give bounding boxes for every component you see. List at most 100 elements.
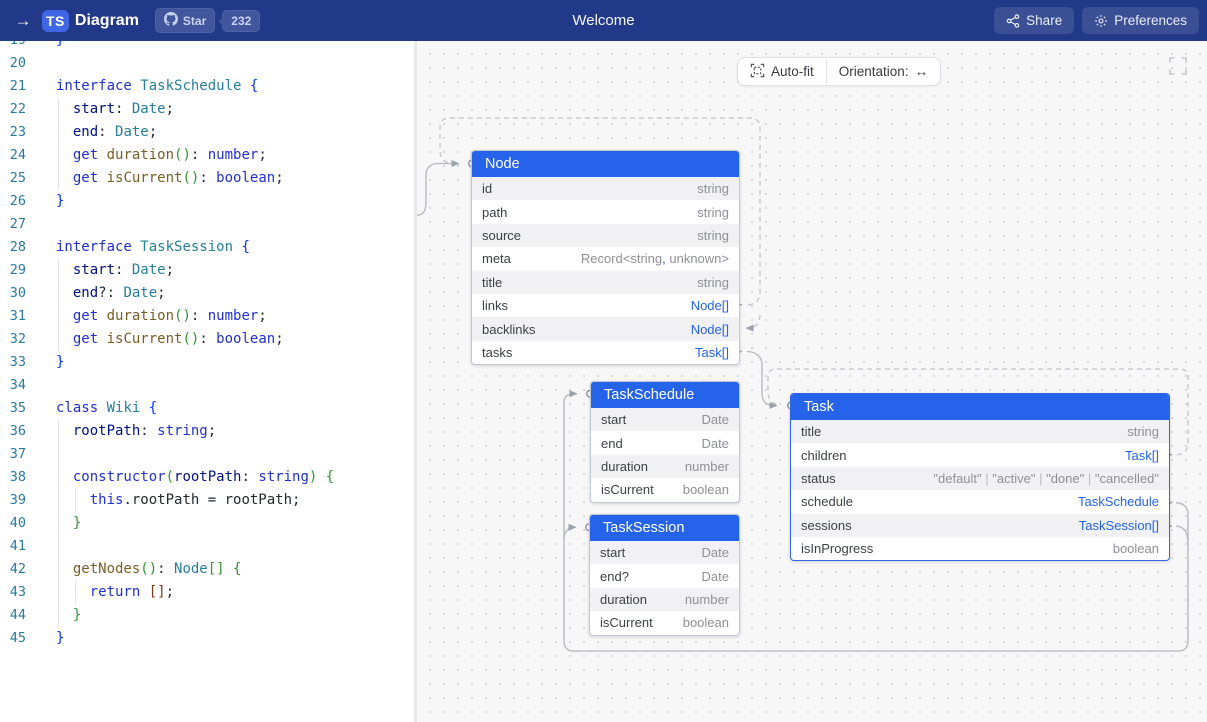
code-line[interactable]: 31 get duration(): number; — [0, 305, 414, 328]
entity-row-isInProgress[interactable]: isInProgressboolean — [791, 537, 1169, 560]
code-line[interactable]: 34 — [0, 374, 414, 397]
line-number: 35 — [0, 397, 40, 420]
code-line[interactable]: 41 — [0, 535, 414, 558]
code-line[interactable]: 29 start: Date; — [0, 259, 414, 282]
github-star-badge[interactable]: Star 232 — [155, 8, 260, 33]
entity-row-isCurrent[interactable]: isCurrentboolean — [590, 611, 739, 634]
line-number: 24 — [0, 144, 40, 167]
code-line[interactable]: 45} — [0, 627, 414, 650]
entity-row-meta[interactable]: meta Record<string, unknown> — [472, 247, 739, 270]
code-editor[interactable]: 19}2021interface TaskSchedule {22 start:… — [0, 41, 417, 722]
line-number: 30 — [0, 282, 40, 305]
indent-guide — [58, 144, 59, 167]
star-count: 232 — [222, 10, 260, 32]
property-type: string — [697, 275, 729, 290]
code-line[interactable]: 25 get isCurrent(): boolean; — [0, 167, 414, 190]
entity-header[interactable]: Task — [791, 394, 1169, 420]
entity-task[interactable]: TasktitlestringchildrenTask[]status"defa… — [790, 393, 1170, 561]
indent-guide — [58, 558, 59, 581]
ts-logo-badge: TS — [42, 10, 69, 32]
entity-header[interactable]: TaskSession — [590, 515, 739, 541]
code-line[interactable]: 23 end: Date; — [0, 121, 414, 144]
entity-row-duration[interactable]: durationnumber — [590, 588, 739, 611]
logo[interactable]: TS Diagram — [42, 10, 139, 32]
property-type: Date — [702, 412, 729, 427]
entity-row-start[interactable]: start Date — [591, 408, 739, 431]
entity-row-duration[interactable]: durationnumber — [591, 455, 739, 478]
code-text: } — [40, 190, 414, 213]
orientation-button[interactable]: Orientation: ↔ — [827, 58, 940, 85]
entity-row-status[interactable]: status"default" | "active" | "done" | "c… — [791, 467, 1169, 490]
code-line[interactable]: 28interface TaskSession { — [0, 236, 414, 259]
entity-row-id[interactable]: idstring — [472, 177, 739, 200]
entity-tasksession[interactable]: TaskSessionstartDateend?Datedurationnumb… — [589, 514, 740, 636]
code-line[interactable]: 44 } — [0, 604, 414, 627]
entity-row-children[interactable]: childrenTask[] — [791, 443, 1169, 466]
line-number: 43 — [0, 581, 40, 604]
entity-taskschedule[interactable]: TaskSchedule start Date endDatedurationnumb… — [590, 381, 740, 503]
code-line[interactable]: 38 constructor(rootPath: string) { — [0, 466, 414, 489]
code-line[interactable]: 24 get duration(): number; — [0, 144, 414, 167]
code-line[interactable]: 35class Wiki { — [0, 397, 414, 420]
code-line[interactable]: 40 } — [0, 512, 414, 535]
code-line[interactable]: 21interface TaskSchedule { — [0, 75, 414, 98]
preferences-button[interactable]: Preferences — [1082, 7, 1199, 34]
entity-row-title[interactable]: titlestring — [472, 271, 739, 294]
entity-row-sessions[interactable]: sessionsTaskSession[] — [791, 514, 1169, 537]
property-name: start — [601, 412, 626, 427]
entity-header[interactable]: TaskSchedule — [591, 382, 739, 408]
code-line[interactable]: 39 this.rootPath = rootPath; — [0, 489, 414, 512]
entity-row-schedule[interactable]: scheduleTaskSchedule — [791, 490, 1169, 513]
code-line[interactable]: 27 — [0, 213, 414, 236]
entity-row-end[interactable]: endDate — [591, 431, 739, 454]
back-button[interactable]: → — [8, 7, 38, 35]
code-line[interactable]: 42 getNodes(): Node[] { — [0, 558, 414, 581]
code-line[interactable]: 22 start: Date; — [0, 98, 414, 121]
entity-row-end[interactable]: end?Date — [590, 564, 739, 587]
share-button[interactable]: Share — [994, 7, 1074, 34]
property-type: string — [1127, 424, 1159, 439]
entity-node[interactable]: NodeidstringpathstringsourcestringmetaRe… — [471, 150, 740, 365]
code-text: get isCurrent(): boolean; — [40, 328, 414, 351]
property-name: links — [482, 298, 508, 313]
code-text: get duration(): number; — [40, 144, 414, 167]
line-number: 33 — [0, 351, 40, 374]
entity-row-source[interactable]: sourcestring — [472, 224, 739, 247]
code-line[interactable]: 30 end?: Date; — [0, 282, 414, 305]
line-number: 31 — [0, 305, 40, 328]
code-line[interactable]: 33} — [0, 351, 414, 374]
code-line[interactable]: 19} — [0, 41, 414, 52]
indent-guide — [58, 259, 59, 282]
entity-row-path[interactable]: pathstring — [472, 200, 739, 223]
entity-row-backlinks[interactable]: backlinksNode[] — [472, 317, 739, 340]
code-line[interactable]: 20 — [0, 52, 414, 75]
property-name: source — [482, 228, 521, 243]
connector-layer — [417, 41, 1204, 722]
property-type: Record<string, unknown> — [581, 251, 729, 266]
property-name: meta — [482, 251, 511, 266]
orientation-label: Orientation: — [839, 64, 909, 79]
property-type: string — [697, 181, 729, 196]
code-line[interactable]: 26} — [0, 190, 414, 213]
entity-header[interactable]: Node — [472, 151, 739, 177]
code-line[interactable]: 43 return []; — [0, 581, 414, 604]
code-line[interactable]: 37 — [0, 443, 414, 466]
code-line[interactable]: 36 rootPath: string; — [0, 420, 414, 443]
line-number: 40 — [0, 512, 40, 535]
diagram-canvas[interactable]: Auto-fit Orientation: ↔ Nodeidstringpath… — [417, 41, 1207, 722]
canvas-toolbar: Auto-fit Orientation: ↔ — [737, 57, 941, 86]
entity-row-isCurrent[interactable]: isCurrentboolean — [591, 478, 739, 501]
code-text: start: Date; — [40, 98, 414, 121]
code-text: interface TaskSchedule { — [40, 75, 414, 98]
fullscreen-button[interactable] — [1167, 56, 1189, 78]
entity-row-title[interactable]: titlestring — [791, 420, 1169, 443]
entity-row-tasks[interactable]: tasksTask[] — [472, 341, 739, 364]
property-name: isInProgress — [801, 541, 873, 556]
auto-fit-button[interactable]: Auto-fit — [738, 58, 826, 85]
code-text: getNodes(): Node[] { — [40, 558, 414, 581]
entity-row-links[interactable]: linksNode[] — [472, 294, 739, 317]
code-line[interactable]: 32 get isCurrent(): boolean; — [0, 328, 414, 351]
entity-row-start[interactable]: startDate — [590, 541, 739, 564]
line-number: 42 — [0, 558, 40, 581]
